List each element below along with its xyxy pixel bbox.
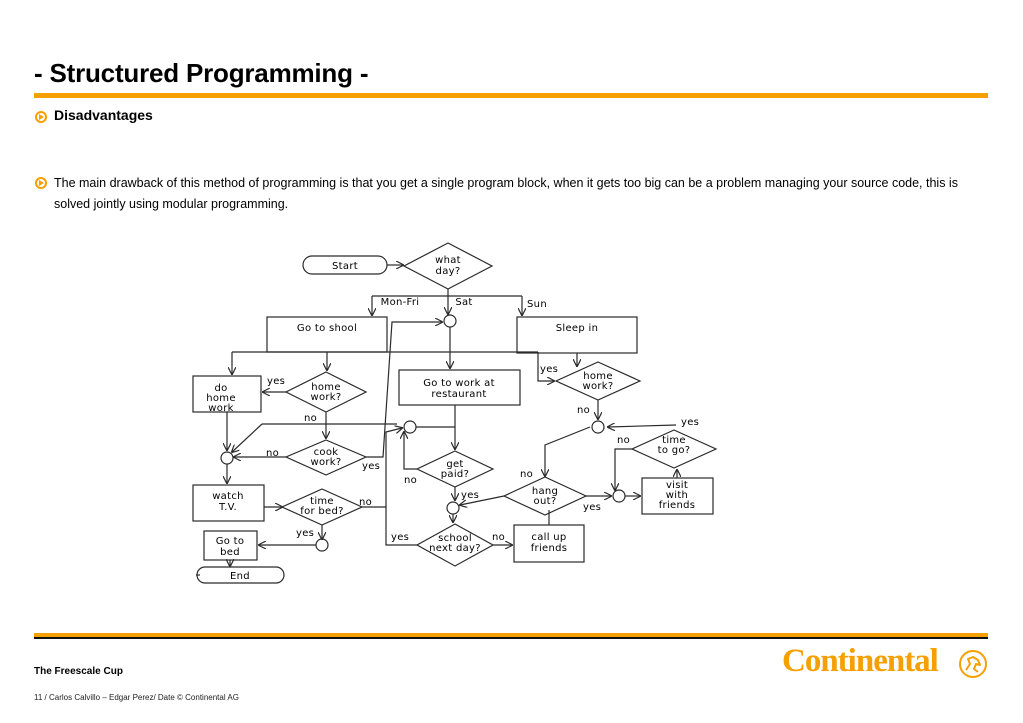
flowchart-label: no — [492, 532, 505, 543]
flowchart-label: Go to work at — [423, 378, 495, 389]
title-underline — [34, 93, 988, 98]
page-title: - Structured Programming - — [34, 58, 369, 88]
go-to-work-box — [398, 369, 521, 406]
flowchart-label: hang — [532, 486, 558, 497]
cook-work-decision — [284, 439, 368, 476]
flowchart-label: call up — [531, 532, 566, 543]
flowchart-label: time — [662, 435, 686, 446]
flowchart-label: yes — [540, 364, 558, 375]
footer-rule-orange — [34, 633, 988, 637]
flowchart-label: Sat — [455, 297, 472, 308]
horse-logo-icon — [959, 650, 987, 678]
flowchart-label: next day? — [429, 543, 481, 554]
flowchart-label: friends — [659, 500, 696, 511]
flowchart-label: bed — [220, 547, 240, 558]
flowchart-label: Mon-Fri — [381, 297, 420, 308]
school-next-day-decision — [415, 523, 495, 567]
hang-out-decision — [502, 476, 588, 516]
flowchart-label: home — [583, 371, 613, 382]
flowchart-label: no — [617, 435, 630, 446]
flowchart-label: friends — [531, 543, 568, 554]
bullet-icon — [35, 111, 47, 123]
go-to-school-box — [266, 316, 388, 353]
flowchart-label: out? — [534, 496, 557, 507]
flowchart-label: do — [214, 383, 227, 394]
flowchart-label: what — [435, 255, 461, 266]
flowchart-label: visit — [666, 480, 688, 491]
flowchart-label: watch — [212, 491, 244, 502]
flowchart-diagram: Start what day? Mon-Fri Sat Sun Go to sh… — [192, 242, 718, 584]
flowchart-label: cook — [314, 447, 339, 458]
do-homework-box — [192, 375, 262, 413]
flowchart-label: yes — [681, 417, 699, 428]
flowchart-label: End — [230, 571, 250, 582]
visit-friends-box — [641, 477, 714, 515]
flowchart-label: to go? — [658, 445, 691, 456]
flowchart-label: for bed? — [300, 506, 343, 517]
flowchart-label: work? — [582, 381, 613, 392]
flowchart-label: school — [438, 533, 472, 544]
footer-info: 11 / Carlos Calvillo – Edgar Perez/ Date… — [34, 693, 239, 702]
flowchart-label: yes — [267, 376, 285, 387]
flowchart-label: home — [206, 393, 236, 404]
bullet-icon — [35, 177, 47, 189]
continental-logo: Continental — [782, 643, 939, 679]
flowchart-label: Sleep in — [556, 323, 598, 334]
flowchart-label: yes — [391, 532, 409, 543]
subheading: Disadvantages — [54, 107, 153, 123]
footer-title: The Freescale Cup — [34, 666, 123, 677]
flowchart-label: yes — [296, 528, 314, 539]
flowchart-label: restaurant — [431, 389, 486, 400]
time-to-go-decision — [630, 429, 718, 469]
watch-tv-box — [192, 484, 265, 522]
flowchart-label: day? — [436, 266, 461, 277]
go-to-bed-box — [203, 530, 258, 561]
body-paragraph: The main drawback of this method of prog… — [54, 176, 958, 211]
flowchart-label: no — [520, 469, 533, 480]
flowchart-label: work? — [310, 457, 341, 468]
flowchart-label: Go to — [216, 536, 245, 547]
flowchart-label: get — [446, 459, 463, 470]
flowchart-label: no — [304, 413, 317, 424]
start-label: Start — [332, 261, 358, 272]
flowchart-label: no — [359, 497, 372, 508]
flowchart-label: Go to shool — [297, 323, 357, 334]
sleep-in-box — [516, 316, 638, 354]
flowchart-label: time — [310, 496, 334, 507]
flowchart-label: no — [577, 405, 590, 416]
flowchart-label: T.V. — [218, 502, 237, 513]
flowchart-label: with — [666, 490, 688, 501]
flowchart-label: home — [311, 382, 341, 393]
flowchart-label: work? — [310, 392, 341, 403]
flowchart-label: paid? — [441, 469, 469, 480]
footer-rule-black — [34, 637, 988, 639]
flowchart-label: yes — [583, 502, 601, 513]
flowchart-label: yes — [461, 490, 479, 501]
flowchart-label: no — [404, 475, 417, 486]
flowchart-label: Sun — [527, 299, 547, 310]
flowchart-label: no — [266, 448, 279, 459]
flowchart-label: yes — [362, 461, 380, 472]
flowchart-label: work — [208, 403, 233, 414]
